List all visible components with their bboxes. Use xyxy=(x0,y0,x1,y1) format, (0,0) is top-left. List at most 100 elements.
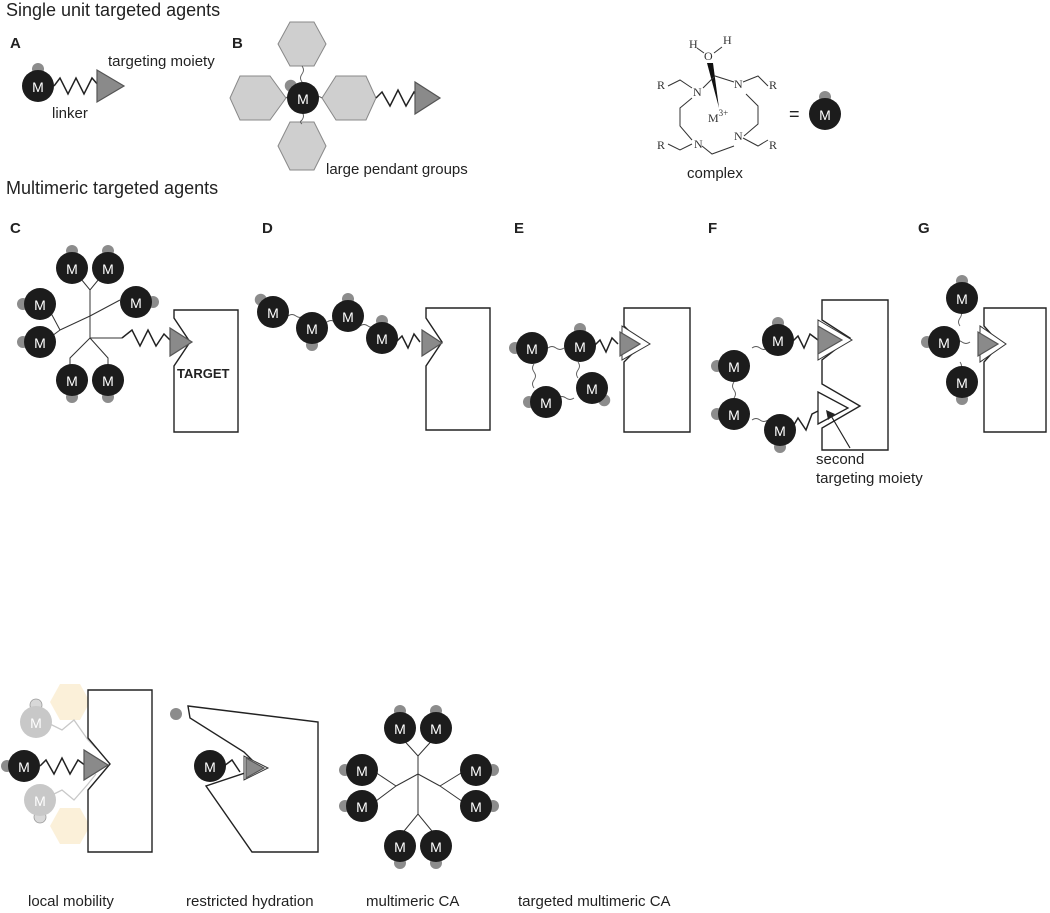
metal-label: M xyxy=(394,839,406,855)
panel-letter-a: A xyxy=(10,35,21,52)
metal-label: M xyxy=(526,341,538,357)
target-box xyxy=(821,299,889,451)
wavy-bond xyxy=(547,346,565,350)
linker-zigzag xyxy=(593,336,619,354)
metal-complex-unit: M xyxy=(20,698,52,738)
metal-label: M xyxy=(470,799,482,815)
metal-ion xyxy=(420,830,452,862)
metal-complex-unit: M xyxy=(523,386,562,418)
ring-bond xyxy=(702,75,735,89)
label-target: TARGET xyxy=(177,366,230,381)
target-box xyxy=(623,307,691,433)
targeting-triangle xyxy=(96,68,126,104)
metal-ion xyxy=(92,364,124,396)
panel-a: targeting moiety linker xyxy=(52,53,215,122)
metal-label: M xyxy=(772,333,784,349)
faded-linker xyxy=(49,719,97,749)
metal-label: M xyxy=(102,373,114,389)
panel-e xyxy=(532,307,691,433)
metal-label: M xyxy=(342,309,354,325)
atom-n: N xyxy=(734,129,743,143)
panel-b: large pendant groups xyxy=(229,21,468,178)
metal-ion xyxy=(92,252,124,284)
branch-bond xyxy=(417,773,441,787)
metal-ion xyxy=(8,750,40,782)
panel-letter-b: B xyxy=(232,35,243,52)
metal-complex-unit: M xyxy=(384,705,416,744)
arm-bond xyxy=(742,75,769,87)
metal-ion xyxy=(576,372,608,404)
label-targeting-moiety: targeting moiety xyxy=(108,53,215,70)
linker-zigzag xyxy=(121,328,173,348)
wavy-bond xyxy=(300,111,304,125)
metal-complex-unit: M xyxy=(284,79,319,114)
second-targeting-triangle xyxy=(817,390,850,426)
wavy-bond xyxy=(576,361,580,379)
metal-complex-unit: M xyxy=(809,91,841,130)
metal-complex-unit: M xyxy=(460,754,499,786)
metal-complex-unit: M xyxy=(120,286,159,318)
linker-zigzag xyxy=(39,756,87,776)
panel-g xyxy=(953,307,1047,433)
label-second: second xyxy=(816,451,864,468)
linker-zigzag xyxy=(375,88,419,108)
metal-ion xyxy=(460,790,492,822)
pendant-group-left xyxy=(229,75,287,121)
metal-label: M xyxy=(32,79,44,95)
targeting-triangle xyxy=(169,326,194,358)
wavy-bond xyxy=(532,363,536,389)
metal-complex-unit: M xyxy=(24,784,56,824)
metal-label: M xyxy=(297,91,309,107)
metal-complex-unit: M xyxy=(946,366,978,405)
metal-label: M xyxy=(956,291,968,307)
metal-label: M xyxy=(356,799,368,815)
metal-complex-unit: M xyxy=(17,288,56,320)
metal-ion xyxy=(257,296,289,328)
metal-label: M xyxy=(938,335,950,351)
pendant-group-top xyxy=(277,21,327,67)
metal-label: M xyxy=(774,423,786,439)
panel-multimeric-ca xyxy=(371,735,467,837)
targeting-triangle xyxy=(83,748,110,782)
metal-label: M xyxy=(66,373,78,389)
panel-local-mobility xyxy=(39,684,153,853)
metal-label: M xyxy=(34,297,46,313)
metal-ion xyxy=(24,326,56,358)
metal-complex-unit: M xyxy=(711,350,750,382)
metal-complex-unit: M xyxy=(254,293,289,328)
metal-complex-unit: M xyxy=(92,245,124,284)
targeting-triangle xyxy=(817,324,844,356)
metal-label: M xyxy=(102,261,114,277)
metal-label: M xyxy=(586,381,598,397)
metal-label: M xyxy=(574,339,586,355)
atom-h: H xyxy=(689,37,698,51)
wavy-bond xyxy=(732,381,736,399)
metal-label: M xyxy=(430,839,442,855)
label-multimeric-ca: multimeric CA xyxy=(366,893,459,910)
metal-ion xyxy=(56,364,88,396)
metal-label: M xyxy=(956,375,968,391)
metal-complex-unit: M xyxy=(509,332,548,364)
target-box xyxy=(425,307,491,431)
metal-label: M xyxy=(394,721,406,737)
targeting-triangle xyxy=(619,330,642,358)
metal-ion xyxy=(384,712,416,744)
label-targeting-moiety-2: targeting moiety xyxy=(816,470,923,487)
metal-complex-unit: M xyxy=(22,63,54,102)
arm-bond xyxy=(667,143,693,151)
atom-r: R xyxy=(769,138,777,152)
target-box xyxy=(983,307,1047,433)
metal-ion xyxy=(384,830,416,862)
linker-zigzag xyxy=(395,332,421,350)
metal-complex-unit: M xyxy=(711,398,750,430)
pointer-arrow xyxy=(829,413,851,449)
enclosed-target xyxy=(187,705,319,853)
heading-multi: Multimeric targeted agents xyxy=(6,178,218,198)
atom-h: H xyxy=(723,33,732,47)
pendant-group-bottom xyxy=(277,121,327,171)
panel-letter-e: E xyxy=(514,220,524,237)
label-targeted-multimeric-ca: targeted multimeric CA xyxy=(518,893,671,910)
metal-ion xyxy=(296,312,328,344)
